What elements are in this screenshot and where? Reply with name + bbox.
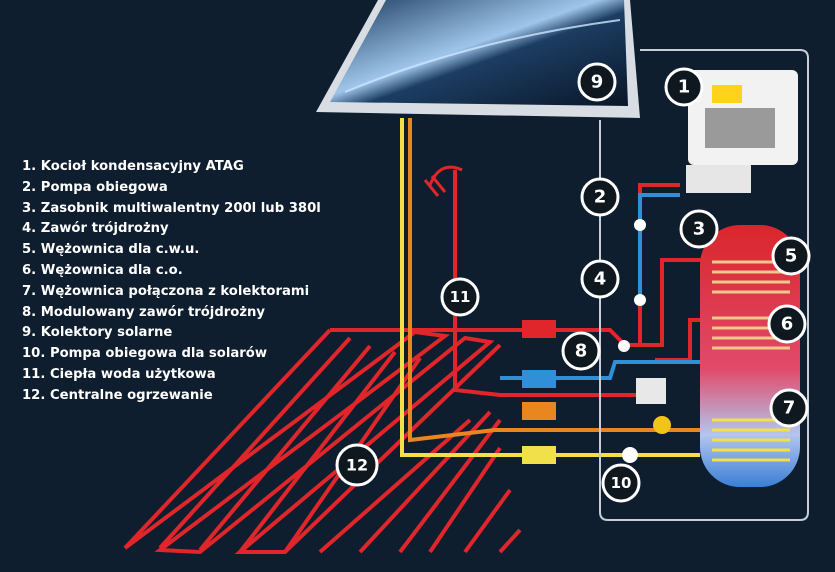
component-legend: 1. Kocioł kondensacyjny ATAG 2. Pompa ob…	[22, 157, 321, 407]
legend-item: 5. Wężownica dla c.w.u.	[22, 242, 200, 258]
three-way-valve-icon	[634, 294, 646, 306]
marker-label: 8	[575, 341, 588, 362]
marker-label: 1	[678, 77, 691, 98]
marker-label: 2	[594, 187, 607, 208]
marker-label: 3	[693, 219, 706, 240]
marker-12: 12	[335, 443, 379, 487]
legend-item: 12. Centralne ogrzewanie	[22, 387, 213, 403]
hot-flow-arrow-icon	[522, 320, 556, 338]
floor-heating-coil	[123, 328, 522, 555]
pipes	[400, 49, 809, 521]
solar-pump-icon	[622, 447, 638, 463]
marker-5: 5	[771, 236, 811, 276]
marker-label: 6	[781, 314, 794, 335]
flow-arrow-badges	[522, 320, 666, 464]
mixed-flow-arrow-icon	[636, 378, 666, 404]
coil-pipe-5	[628, 258, 705, 347]
marker-11: 11	[440, 277, 480, 317]
marker-4: 4	[580, 259, 620, 299]
marker-6: 6	[767, 304, 807, 344]
marker-label: 7	[783, 398, 796, 419]
marker-label: 11	[450, 288, 471, 306]
modulating-valve-icon	[618, 340, 630, 352]
marker-label: 4	[594, 269, 607, 290]
legend-item: 11. Ciepła woda użytkowa	[22, 366, 216, 382]
legend-item: 10. Pompa obiegowa dla solarów	[22, 346, 268, 362]
legend-item: 7. Wężownica połączona z kolektorami	[22, 283, 310, 299]
legend-item: 4. Zawór trójdrożny	[22, 221, 169, 237]
marker-8: 8	[561, 331, 601, 371]
marker-label: 10	[611, 474, 632, 492]
expansion-vessel-icon	[653, 416, 671, 434]
solar-collector	[316, 0, 640, 118]
legend-item: 1. Kocioł kondensacyjny ATAG	[22, 159, 244, 174]
marker-2: 2	[580, 177, 620, 217]
marker-label: 9	[591, 72, 604, 93]
marker-10: 10	[601, 463, 641, 503]
legend-item: 9. Kolektory solarne	[22, 325, 173, 341]
legend-item: 2. Pompa obiegowa	[22, 179, 168, 195]
circulation-pump-icon	[634, 219, 646, 231]
marker-1: 1	[664, 67, 704, 107]
cold-flow-arrow-icon	[522, 370, 556, 388]
solar-pipe	[400, 118, 700, 457]
legend-item: 8. Modulowany zawór trójdrożny	[22, 304, 265, 320]
tank-coils	[712, 260, 790, 462]
marker-3: 3	[679, 209, 719, 249]
legend-item: 3. Zasobnik multiwalentny 200l lub 380l	[22, 200, 321, 216]
frame-line	[599, 49, 809, 521]
legend-item: 6. Wężownica dla c.o.	[22, 262, 183, 278]
pump-symbols	[618, 219, 671, 463]
shower-icon	[423, 165, 463, 197]
marker-9: 9	[577, 62, 617, 102]
condensing-boiler	[686, 70, 798, 193]
marker-label: 12	[346, 456, 368, 475]
solar-flow-arrow-icon	[522, 446, 556, 464]
marker-label: 5	[785, 246, 798, 267]
marker-7: 7	[769, 388, 809, 428]
orange-flow-arrow-icon	[522, 402, 556, 420]
